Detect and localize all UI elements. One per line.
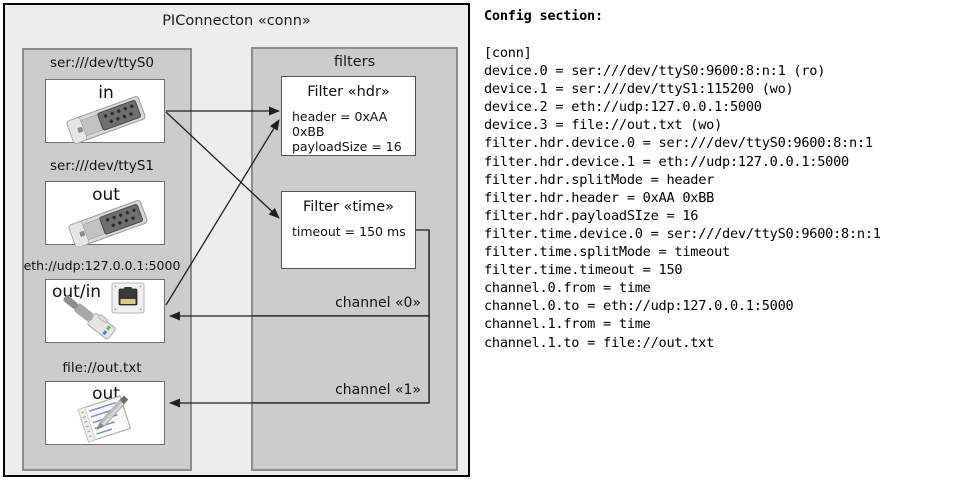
device-label-ttys1: ser:///dev/ttyS1: [50, 158, 154, 174]
config-heading: Config section:: [484, 8, 603, 24]
device-direction-ttys1: out: [92, 185, 120, 205]
device-box-ttys1[interactable]: out: [45, 181, 165, 246]
filter-box-hdr[interactable]: Filter «hdr» header = 0xAA 0xBB payloadS…: [281, 76, 416, 156]
filters-panel-title: filters: [333, 54, 376, 70]
device-label-file: file://out.txt: [62, 360, 142, 376]
channel-label-0: channel «0»: [335, 295, 421, 311]
ethernet-rj45-icon: [63, 282, 145, 340]
filter-title-hdr: Filter «hdr»: [307, 84, 390, 100]
device-label-ttys0: ser:///dev/ttyS0: [50, 55, 154, 71]
device-direction-ttys0: in: [98, 83, 114, 103]
device-label-eth: eth://udp:127.0.0.1:5000: [23, 258, 181, 273]
serial-db9-icon: [66, 96, 146, 144]
device-box-eth[interactable]: out/in: [45, 279, 165, 343]
device-direction-eth: out/in: [52, 282, 102, 302]
channel-box-1[interactable]: channel «1»: [254, 316, 430, 403]
filter-props-hdr: header = 0xAA 0xBB payloadSize = 16: [292, 109, 415, 154]
channel-label-1: channel «1»: [335, 382, 421, 398]
device-box-file[interactable]: out: [45, 381, 165, 445]
filter-prop: header = 0xAA 0xBB: [292, 109, 388, 139]
config-pane: Config section: [conn] device.0 = ser://…: [482, 0, 964, 484]
config-listing: [conn] device.0 = ser:///dev/ttyS0:9600:…: [484, 45, 881, 351]
device-box-ttys0[interactable]: in: [45, 79, 165, 144]
text-file-pencil-icon: [77, 395, 132, 443]
filter-prop: payloadSize = 16: [292, 139, 402, 154]
filter-title-time: Filter «time»: [302, 199, 395, 215]
serial-db9-icon: [68, 200, 148, 246]
channel-box-0[interactable]: channel «0»: [254, 230, 430, 316]
page-title: PIConnecton «conn»: [162, 13, 311, 29]
